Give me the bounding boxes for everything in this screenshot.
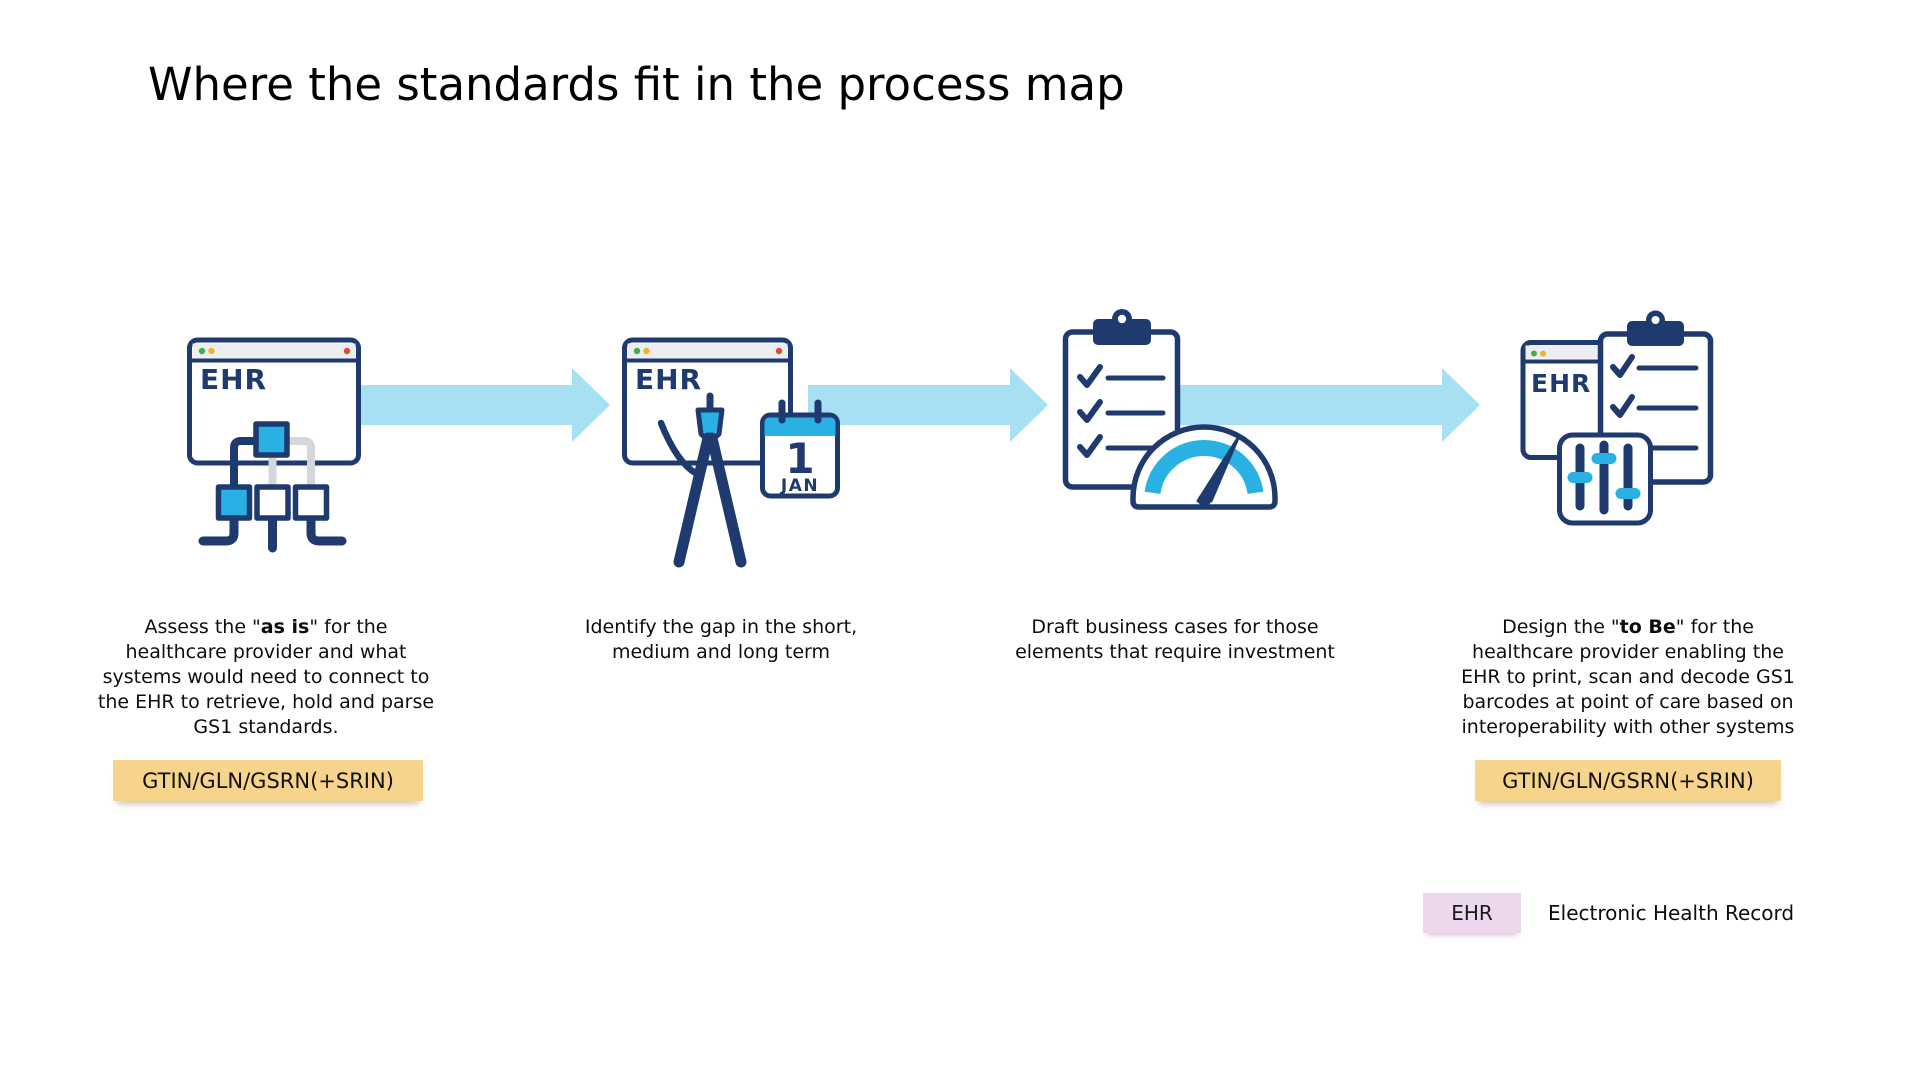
- standards-badge-stage1: GTIN/GLN/GSRN(+SRIN): [113, 760, 423, 801]
- dot-yellow-icon: [643, 347, 650, 355]
- desc-text: Design the ": [1502, 616, 1620, 638]
- system-tree-icon: [198, 421, 347, 553]
- gauge-icon: [1130, 424, 1278, 510]
- browser-window-icon: EHR: [187, 337, 361, 466]
- legend: EHR Electronic Health Record: [1423, 893, 1794, 933]
- desc-bold-text: to Be: [1619, 616, 1676, 638]
- window-titlebar: [627, 343, 788, 359]
- stage1-icon-ehr-system-tree: EHR: [187, 337, 361, 553]
- stage3-description: Draft business cases for those elements …: [995, 590, 1355, 665]
- dot-green-icon: [633, 347, 641, 355]
- checkmark-icon: [1077, 434, 1103, 458]
- flow-arrow-3: [1175, 368, 1480, 442]
- checkmark-icon: [1610, 394, 1635, 418]
- sliders-panel-icon: [1557, 432, 1653, 526]
- standards-badge-stage4: GTIN/GLN/GSRN(+SRIN): [1475, 760, 1781, 801]
- dot-green-icon: [198, 347, 206, 355]
- desc-text: Draft business cases for those elements …: [1015, 616, 1335, 663]
- page-title: Where the standards fit in the process m…: [148, 58, 1125, 111]
- flow-arrow-2: [808, 368, 1048, 442]
- stage2-icon-ehr-compass-calendar: EHR 1 JAN: [622, 337, 840, 568]
- desc-text: " for the healthcare provider enabling t…: [1461, 616, 1795, 738]
- slider-knob-icon: [1591, 453, 1617, 464]
- flow-arrow-1: [358, 368, 610, 442]
- window-label: EHR: [200, 363, 267, 396]
- window-titlebar: [192, 343, 356, 359]
- stage3-icon-clipboard-gauge: [1062, 309, 1278, 510]
- checkmark-icon: [1077, 364, 1103, 388]
- dot-red-icon: [775, 347, 783, 355]
- drafting-compass-icon: [657, 392, 747, 568]
- clipboard-checklist-icon: [1062, 309, 1181, 490]
- dot-yellow-icon: [1540, 350, 1546, 357]
- dot-yellow-icon: [208, 347, 215, 355]
- desc-text: Identify the gap in the short, medium an…: [584, 616, 858, 663]
- calendar-icon: 1 JAN: [760, 399, 840, 499]
- desc-bold-text: as is: [260, 616, 310, 638]
- stage1-description: Assess the "as is" for the healthcare pr…: [66, 590, 466, 740]
- stage2-description: Identify the gap in the short, medium an…: [551, 590, 891, 665]
- dot-green-icon: [1531, 350, 1537, 357]
- checkmark-icon: [1610, 354, 1635, 378]
- dot-red-icon: [343, 347, 351, 355]
- stage4-icon-ehr-clipboard-sliders: EHR: [1520, 310, 1714, 526]
- window-label: EHR: [635, 363, 702, 396]
- desc-text: Assess the ": [144, 616, 261, 638]
- window-label: EHR: [1531, 369, 1591, 398]
- calendar-day: 1: [785, 434, 814, 483]
- slider-knob-icon: [1615, 488, 1641, 499]
- calendar-month: JAN: [780, 476, 819, 496]
- legend-description: Electronic Health Record: [1548, 901, 1795, 925]
- slider-knob-icon: [1567, 472, 1593, 483]
- stage4-description: Design the "to Be" for the healthcare pr…: [1418, 590, 1838, 740]
- legend-ehr-badge: EHR: [1423, 893, 1521, 933]
- checkmark-icon: [1077, 399, 1103, 423]
- desc-text: " for the healthcare provider and what s…: [97, 616, 435, 738]
